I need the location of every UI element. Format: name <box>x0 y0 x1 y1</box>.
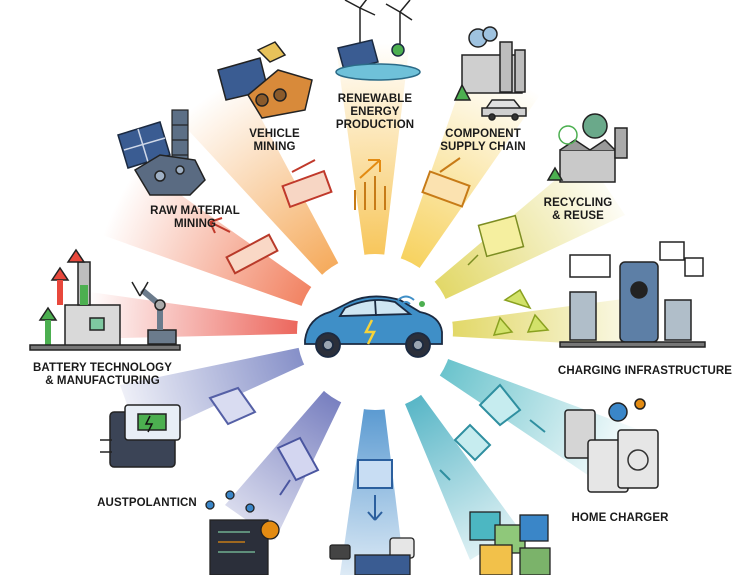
chat-devices-icon <box>329 537 415 575</box>
factory-icon <box>29 248 181 351</box>
arrow-box-violet <box>208 386 257 426</box>
recycle-symbol-icon <box>492 288 550 336</box>
ray-raw-material <box>60 145 375 332</box>
arrow-box-component <box>421 157 471 208</box>
label-battery-technology: BATTERY TECHNOLOGY & MANUFACTURING <box>33 362 172 387</box>
label-vehicle-mining: VEHICLE MINING <box>249 128 300 153</box>
charging-station-icon <box>559 241 706 348</box>
label-renewable-energy: RENEWABLE ENERGY PRODUCTION <box>335 93 415 131</box>
arrow-box-vehicle <box>281 159 333 209</box>
ray-vehicle-mining <box>165 60 375 332</box>
label-recycling-reuse: RECYCLING & REUSE <box>543 197 613 222</box>
label-home-charger: HOME CHARGER <box>571 512 669 524</box>
recycle-box-icon <box>467 214 525 266</box>
ray-blue <box>340 332 405 575</box>
ray-battery <box>40 285 375 340</box>
label-component-supply-chain: COMPONENT SUPPLY CHAIN <box>440 128 526 153</box>
car-small-icon <box>481 99 527 121</box>
tablet-devices-icon <box>564 398 659 493</box>
arrow-box-blue <box>357 459 393 521</box>
mining-ore-icon <box>217 41 313 119</box>
bar-chart-renewable <box>354 159 386 210</box>
power-plant-icon <box>453 26 526 101</box>
circuit-battery-icon <box>100 404 181 468</box>
puzzle-icon <box>469 511 551 575</box>
wifi-signal-icon <box>397 295 425 307</box>
ore-rock-icon <box>133 154 206 196</box>
arrow-boxes-raw <box>209 217 279 275</box>
electric-car-icon <box>304 295 443 358</box>
label-charging-infrastructure: CHARGING INFRASTRUCTURE <box>557 365 733 377</box>
arrow-box-indigo <box>276 436 320 496</box>
ray-renewable <box>335 40 410 332</box>
arrow-box-teal <box>439 423 492 481</box>
recycling-plant-icon <box>546 113 628 183</box>
arrow-box-home <box>478 383 546 433</box>
label-raw-material-mining: RAW MATERIAL MINING <box>150 205 240 230</box>
renewable-solar-icon <box>335 39 421 81</box>
label-autopilot: AUSTPOLANTICN <box>97 497 197 509</box>
code-network-icon <box>205 490 280 575</box>
robot-arm-icon <box>131 281 177 345</box>
